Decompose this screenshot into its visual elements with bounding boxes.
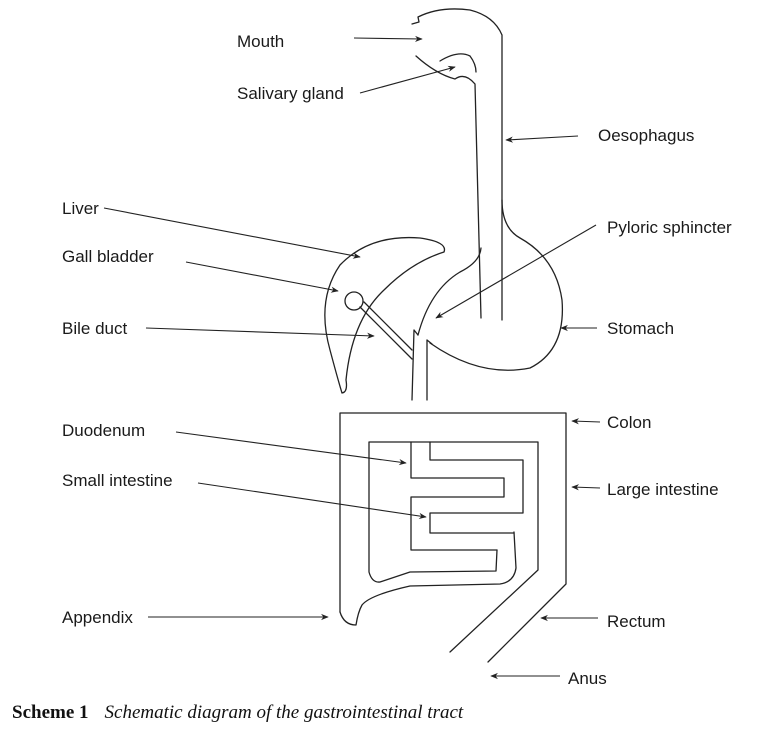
arrow-oesophagus <box>505 135 579 143</box>
salivary-gland-shape <box>439 53 477 73</box>
arrow-gall-bladder <box>185 261 339 293</box>
label-colon: Colon <box>607 413 651 432</box>
caption-text: Schematic diagram of the gastrointestina… <box>104 702 464 723</box>
gall-bladder-shape <box>344 291 364 311</box>
stomach-inner-curve <box>417 247 482 336</box>
arrow-colon <box>571 418 601 425</box>
label-pyloric-sphincter: Pyloric sphincter <box>607 218 732 237</box>
bile-duct-shape <box>359 301 413 360</box>
label-liver: Liver <box>62 199 99 218</box>
small-intestine-shape <box>410 441 524 551</box>
duodenum-tube-right <box>426 339 433 401</box>
label-gall-bladder: Gall bladder <box>62 247 154 266</box>
arrow-salivary-gland <box>359 65 456 94</box>
liver-shape <box>324 236 446 394</box>
stomach-shape <box>429 199 564 371</box>
appendix-shape <box>339 531 517 626</box>
colon-inner <box>368 441 539 653</box>
arrow-pyloric-sphincter <box>435 224 597 319</box>
arrow-large-intestine <box>571 484 601 491</box>
caption-number: Scheme 1 <box>12 702 89 723</box>
arrow-mouth <box>353 35 423 42</box>
mouth-upper-shape <box>411 8 503 321</box>
arrow-bile-duct <box>145 327 375 339</box>
label-oesophagus: Oesophagus <box>598 126 694 145</box>
label-salivary-gland: Salivary gland <box>237 84 344 103</box>
label-bile-duct: Bile duct <box>62 319 127 338</box>
label-large-intestine: Large intestine <box>607 480 719 499</box>
mouth-lower-shape <box>415 55 482 319</box>
label-mouth: Mouth <box>237 32 284 51</box>
label-small-intestine: Small intestine <box>62 471 173 490</box>
label-anus: Anus <box>568 669 607 688</box>
pyloric-sphincter-shape <box>411 329 419 401</box>
label-appendix: Appendix <box>62 608 133 627</box>
arrow-duodenum <box>175 431 407 466</box>
label-rectum: Rectum <box>607 612 666 631</box>
arrow-liver <box>103 207 361 259</box>
figure-caption: Scheme 1 Schematic diagram of the gastroi… <box>12 702 463 724</box>
colon-outer <box>339 412 567 663</box>
label-duodenum: Duodenum <box>62 421 145 440</box>
label-stomach: Stomach <box>607 319 674 338</box>
arrow-small-intestine <box>197 482 427 520</box>
